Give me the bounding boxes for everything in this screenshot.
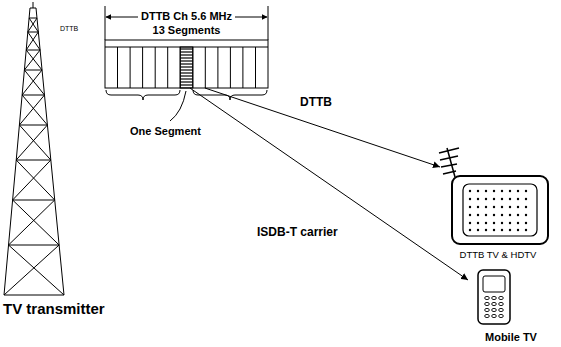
leader-line: [170, 91, 186, 121]
mobile-phone: [478, 270, 510, 324]
segment-bar: [105, 40, 268, 88]
transmitter-name: TV transmitter: [3, 300, 105, 318]
signal-label: DTTB: [298, 95, 334, 109]
tower-tag: DTTB: [60, 25, 78, 33]
tv-antenna: [439, 148, 459, 177]
receiver-name: DTTB TV & HDTV: [440, 249, 556, 260]
segment-count: 13 Segments: [105, 24, 268, 37]
transmitter-tower: [4, 2, 64, 295]
text-run: DTTB TV & HDTV: [457, 249, 540, 260]
segment-brace: [106, 90, 267, 100]
channel-heading: DTTB Ch 5.6 MHz: [105, 10, 268, 23]
signal-arrow: [190, 88, 468, 280]
channel-band: DTTB Ch 5.6 MHz 13 Segments: [105, 6, 268, 88]
channel-bracket: [105, 6, 268, 40]
text-run: DTTB Ch 5.6 MHz: [138, 10, 235, 22]
mobile-receiver: Mobile TV: [468, 266, 554, 344]
tv-set: [452, 176, 548, 244]
segment-callout: One Segment: [130, 125, 201, 138]
tv-receiver: DTTB TV & HDTV: [440, 145, 556, 262]
text-run: Mobile TV: [482, 331, 540, 343]
signal-arrow: [205, 88, 440, 167]
text-run: 13 Segments: [150, 24, 224, 36]
receiver-name: Mobile TV: [468, 331, 554, 344]
signal-label: ISDB-T carrier: [255, 225, 340, 239]
